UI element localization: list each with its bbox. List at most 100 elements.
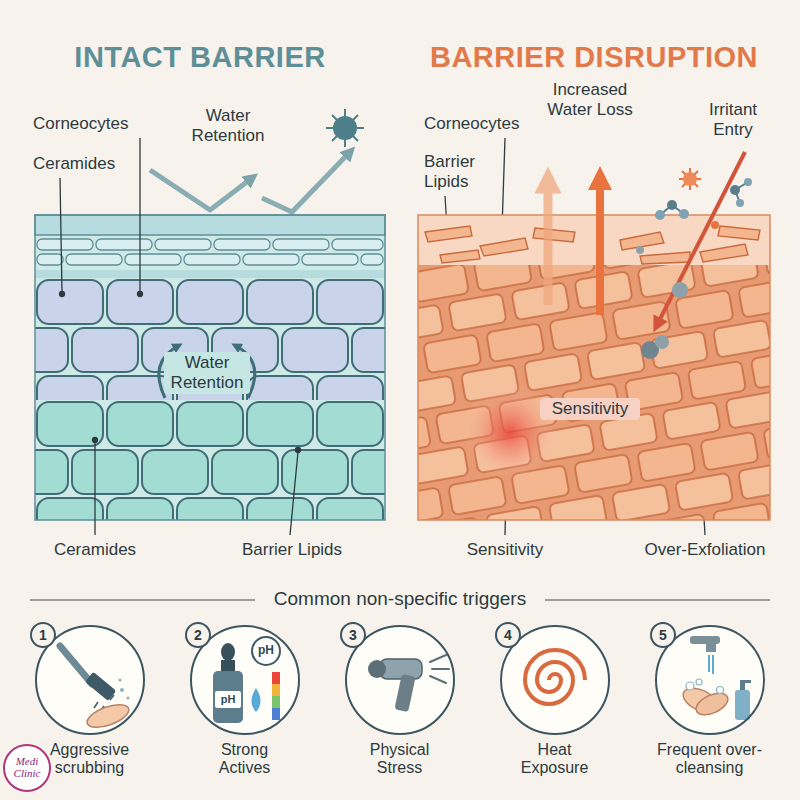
disrupted-skin	[718, 226, 760, 240]
watermark-logo: Medi Clinic	[3, 744, 51, 792]
disrupted-skin	[418, 215, 770, 520]
brush-icon	[60, 646, 132, 732]
intact-skin	[96, 239, 152, 250]
leader-line	[60, 292, 65, 297]
disrupted-skin	[425, 226, 760, 264]
massage-gun-icon	[430, 655, 446, 662]
washing-icon	[740, 680, 751, 683]
irritant-particles	[655, 335, 669, 349]
trigger-caption: Aggressive scrubbing	[40, 741, 140, 778]
effect-label: Sensitivity	[540, 398, 640, 420]
washing-icon	[709, 655, 713, 674]
massage-gun-icon	[432, 668, 449, 670]
irritant-particles	[667, 200, 677, 210]
trigger-caption: Heat Exposure	[505, 741, 605, 778]
disrupted-skin	[425, 226, 472, 242]
washing-icon	[696, 679, 702, 685]
effect-label: Increased Water Loss	[540, 80, 640, 120]
washing-icon	[686, 679, 724, 694]
water-retention-arrows	[150, 152, 350, 212]
leader-line	[94, 442, 95, 535]
irritant-arrow	[657, 152, 745, 325]
virus-particle	[334, 117, 356, 139]
intact-skin	[155, 239, 211, 250]
callout-number: 5	[650, 622, 676, 648]
trigger-circle: 5Frequent over-cleansing	[655, 625, 765, 735]
virus-particle	[326, 109, 364, 147]
massage-gun-icon	[368, 660, 386, 678]
water-loss-arrows	[548, 178, 600, 315]
massage-gun-icon	[380, 659, 422, 679]
intact-skin	[214, 239, 270, 250]
irritant-particles	[636, 246, 644, 254]
intact-skin	[35, 215, 385, 520]
washing-icon	[693, 689, 731, 720]
callout-number: 4	[495, 622, 521, 648]
intact-skin	[35, 278, 385, 400]
callout-number: 3	[340, 622, 366, 648]
disrupted-skin	[418, 215, 770, 520]
trigger-circle: 4Heat Exposure	[500, 625, 610, 735]
washing-icon	[690, 636, 720, 644]
panel-heading: INTACT BARRIER	[10, 40, 390, 75]
callout-number: 2	[185, 622, 211, 648]
irritant-particles	[655, 210, 665, 220]
leader-line	[93, 438, 98, 443]
intact-skin	[37, 254, 63, 265]
disrupted-skin	[533, 228, 575, 242]
brush-icon	[94, 702, 98, 708]
disrupted-skin	[640, 252, 690, 264]
disrupted-skin	[700, 244, 748, 262]
brush-icon	[120, 688, 124, 692]
brush-icon	[126, 696, 129, 699]
massage-gun-icon	[368, 655, 449, 712]
part-label: Over-Exfoliation	[625, 540, 785, 560]
dropper-bottle-icon	[252, 688, 261, 712]
effect-label: Water Retention	[183, 106, 273, 146]
trigger-circle: 1Aggressive scrubbing	[35, 625, 145, 735]
water-retention-arrows	[262, 152, 350, 212]
part-label: Barrier Lipids	[424, 152, 494, 192]
leader-line	[60, 178, 62, 292]
water-loss-arrows	[596, 178, 604, 315]
intact-skin	[184, 254, 240, 265]
washing-icon	[679, 636, 751, 720]
dropper-bottle-icon	[213, 671, 243, 723]
leader-line	[139, 138, 140, 292]
callout-number: 1	[30, 622, 56, 648]
dropper-bottle-icon	[272, 708, 280, 720]
part-label: Ceramides	[33, 154, 153, 174]
trigger-caption: Physical Stress	[350, 741, 450, 778]
washing-icon	[717, 687, 724, 694]
washing-icon	[740, 682, 745, 690]
water-loss-arrows	[544, 180, 553, 305]
intact-skin	[361, 254, 383, 265]
trigger-caption: Frequent over-cleansing	[650, 741, 770, 778]
dropper-bottle-icon	[252, 637, 280, 665]
icon-label: pH	[216, 693, 240, 705]
trigger-caption: Strong Actives	[195, 741, 295, 778]
intact-skin	[35, 215, 385, 520]
disrupted-skin	[480, 238, 528, 256]
dropper-bottle-icon	[215, 691, 241, 708]
dropper-bottle-icon	[221, 643, 235, 661]
brush-icon	[60, 646, 92, 684]
massage-gun-icon	[394, 674, 415, 712]
brush-icon	[85, 672, 116, 701]
dropper-bottle-icon	[221, 660, 235, 672]
brush-icon	[118, 678, 121, 681]
brush-icon	[110, 695, 114, 700]
leader-line	[138, 292, 143, 297]
effect-label: Irritant Entry	[693, 100, 773, 140]
part-label: Corneocytes	[33, 114, 163, 134]
leader-line	[290, 452, 298, 535]
brush-icon	[118, 678, 129, 699]
irritant-particles	[682, 171, 698, 187]
dropper-bottle-icon	[272, 672, 280, 684]
disrupted-skin	[418, 265, 770, 520]
irritant-particles	[679, 209, 689, 219]
intact-skin	[302, 254, 358, 265]
part-label: Ceramides	[40, 540, 150, 560]
virus-particle	[332, 115, 358, 141]
intact-skin	[273, 239, 329, 250]
